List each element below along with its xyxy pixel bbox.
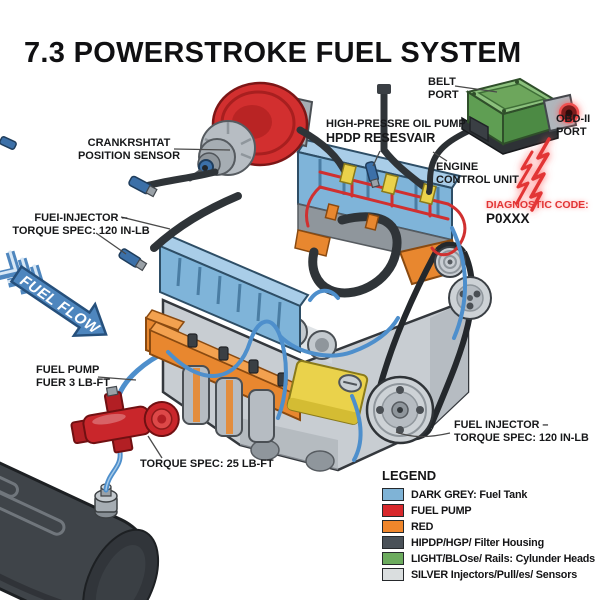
label-crank-sensor: CRANKRSHTAT POSITION SENSOR: [77, 137, 181, 162]
yellow-clips: [324, 162, 437, 231]
legend-item-label: FUEL PUMP: [411, 504, 472, 517]
engine-control-unit: [461, 77, 580, 155]
legend-item: RED: [382, 520, 595, 533]
label-torque-25: TORQUE SPEC: 25 LB-FT: [140, 458, 274, 470]
legend-item: DARK GREY: Fuel Tank: [382, 488, 595, 501]
oil-reservoir: [286, 359, 369, 425]
label-fuel-injector-left: FUEI-INJECTOR – TORQUE SPEC: 120 IN-LB: [12, 212, 150, 237]
legend-swatch: [382, 520, 404, 533]
legend-swatch: [382, 552, 404, 565]
label-ecu: ENGINE CONTROL UNIT: [436, 161, 519, 186]
blue-engine-lines: [166, 226, 468, 462]
legend-item-label: HIPDP/HGP/ Filter Housing: [411, 536, 544, 549]
fuel-flow-label: FUEL FLOW: [17, 272, 104, 338]
label-oil-pump: HIGH-PRESSRE OIL PUMP HPDP RESESVAIR: [326, 118, 466, 145]
legend-item: HIPDP/HGP/ Filter Housing: [382, 536, 595, 549]
fuel-tank: [0, 441, 160, 600]
label-belt-port: BELT PORT: [428, 76, 459, 101]
label-diagnostic-code: DIAGNOSTIC CODE: P0XXX: [486, 199, 589, 227]
legend-swatch: [382, 536, 404, 549]
legend: LEGEND DARK GREY: Fuel Tank FUEL PUMP RE…: [382, 468, 595, 584]
legend-item-label: DARK GREY: Fuel Tank: [411, 488, 528, 501]
legend-item-label: RED: [411, 520, 434, 533]
fuel-flow-arrow: FUEL FLOW: [9, 264, 108, 338]
label-obd-port: OBD-II PORT: [556, 113, 591, 138]
leader-lines: [95, 85, 498, 459]
legend-swatch: [382, 504, 404, 517]
label-fuel-injector-right: FUEL INJECTOR – TORQUE SPEC: 120 IN-LB: [454, 419, 589, 444]
legend-swatch: [382, 568, 404, 581]
legend-item-label: SILVER Injectors/Pull/es/ Sensors: [411, 568, 578, 581]
legend-swatch: [382, 488, 404, 501]
hose-fitting: [377, 84, 391, 94]
legend-item-label: LIGHT/BLOse/ Rails: Cylunder Heads: [411, 552, 595, 565]
legend-item: SILVER Injectors/Pull/es/ Sensors: [382, 568, 595, 581]
valve-cover-left: [158, 233, 310, 354]
blue-fittings: [0, 136, 380, 272]
valve-cover-right: [296, 138, 462, 263]
legend-title: LEGEND: [382, 468, 437, 483]
label-fuel-pump: FUEL PUMP FUER 3 LB-FT: [36, 364, 110, 389]
diagnostic-bolt-icon: [515, 137, 551, 212]
fuel-pump: [70, 385, 180, 454]
legend-item: FUEL PUMP: [382, 504, 595, 517]
legend-item: LIGHT/BLOse/ Rails: Cylunder Heads: [382, 552, 595, 565]
page-title: 7.3 POWERSTROKE FUEL SYSTEM: [24, 37, 522, 70]
ecu-cable: [426, 123, 483, 195]
tank-fitting: [94, 483, 118, 519]
